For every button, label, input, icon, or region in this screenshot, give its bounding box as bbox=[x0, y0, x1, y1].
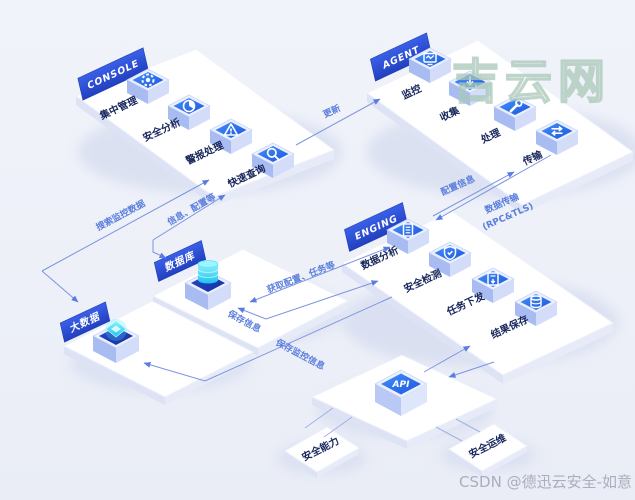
connector-update bbox=[295, 98, 381, 146]
cube-bigdata bbox=[92, 319, 140, 363]
cube-task-dispatch bbox=[471, 267, 515, 304]
connector-search-monitor-to-bigdata bbox=[41, 270, 79, 303]
link-api-security-ops-2 bbox=[455, 418, 481, 433]
wrench-icon bbox=[509, 99, 523, 113]
collect-icon bbox=[463, 76, 477, 89]
cube-process bbox=[493, 95, 537, 132]
cube-monitor bbox=[408, 47, 452, 84]
watermark-csdn: CSDN @德迅云安全-如意 bbox=[459, 473, 632, 491]
watermark-logo: 吉云网 bbox=[452, 55, 611, 110]
api-cube-label: API bbox=[392, 380, 411, 390]
connector-update-label: 更新 bbox=[321, 102, 342, 120]
cube-api: API bbox=[374, 369, 428, 416]
connector-config-info bbox=[432, 171, 515, 217]
gear-icon bbox=[141, 73, 155, 87]
cube-collect bbox=[448, 70, 492, 107]
search-icon bbox=[266, 147, 280, 161]
cube-quick-query bbox=[251, 142, 295, 179]
cube-central-management bbox=[126, 68, 170, 105]
cube-security-analysis bbox=[167, 94, 211, 131]
cube-result-save bbox=[514, 290, 558, 327]
cube-database bbox=[184, 260, 232, 310]
shield-check-icon bbox=[443, 245, 457, 261]
connector-data-transfer bbox=[435, 154, 552, 221]
cube-data-analysis bbox=[386, 218, 430, 255]
document-icon bbox=[402, 223, 414, 237]
database-save-icon bbox=[530, 295, 542, 309]
bigdata-core-icon bbox=[105, 319, 127, 341]
agent-banner: AGENT bbox=[370, 32, 432, 82]
link-api-security-ops-1 bbox=[435, 426, 463, 442]
connector-save-monitor-info-label: 保存监控信息 bbox=[273, 336, 327, 372]
connector-search-monitor-to-console bbox=[41, 179, 210, 272]
security-ops-platform: 安全运维 bbox=[448, 423, 528, 477]
connector-save-info bbox=[237, 280, 379, 320]
cube-transfer bbox=[535, 119, 579, 156]
connector-api-to-enging bbox=[423, 345, 471, 373]
cube-alert-handling bbox=[209, 118, 253, 155]
connector-info-config-to-database bbox=[152, 240, 167, 259]
connector-info-config-label: 信息、配置等 bbox=[165, 191, 218, 228]
security-capability-platform: 安全能力 bbox=[284, 426, 360, 478]
link-api-security-capability-1 bbox=[304, 407, 334, 429]
monitor-icon bbox=[423, 52, 437, 66]
connector-enging-to-api bbox=[448, 361, 495, 378]
link-api-security-capability-2 bbox=[323, 416, 353, 438]
cube-security-detect bbox=[428, 241, 472, 278]
clipboard-task-icon bbox=[487, 272, 499, 286]
transfer-arrows-icon bbox=[551, 125, 563, 137]
database-cylinder-icon bbox=[197, 260, 219, 284]
pie-analysis-icon bbox=[182, 99, 196, 113]
connector-info-config-to-console bbox=[152, 194, 226, 241]
alert-icon bbox=[223, 123, 239, 136]
connector-save-monitor-info bbox=[143, 296, 393, 382]
